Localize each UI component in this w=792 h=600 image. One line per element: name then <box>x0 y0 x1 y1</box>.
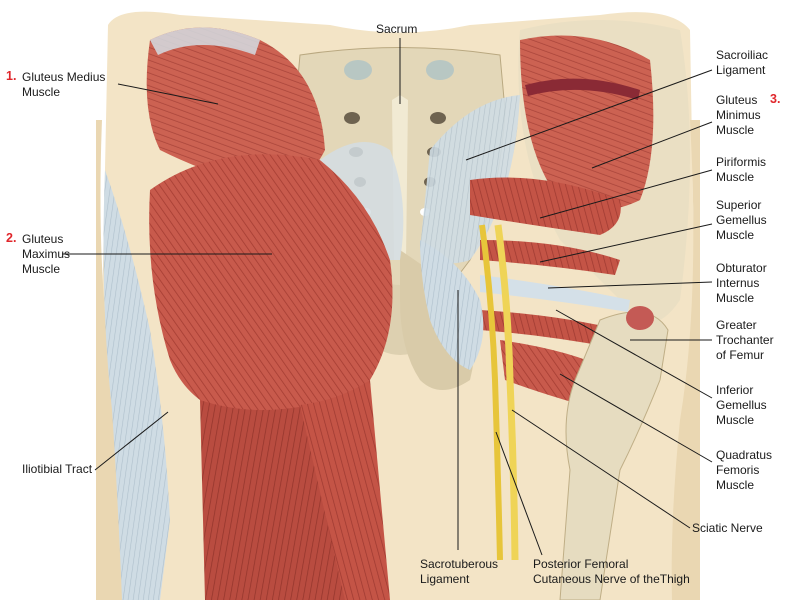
label-line: Iliotibial Tract <box>22 462 93 476</box>
label-line: Muscle <box>716 291 755 305</box>
label-iliotibial-tract: Iliotibial Tract <box>22 462 92 477</box>
label-sciatic-nerve: Sciatic Nerve <box>692 521 763 536</box>
leader-quadratus-femoris <box>559 373 713 463</box>
label-gluteus-medius: Gluteus Medius Muscle <box>22 70 105 100</box>
label-line: Inferior <box>716 383 754 397</box>
label-line: Obturator <box>716 261 767 275</box>
label-sacrum-text: Sacrum <box>376 22 418 36</box>
marker-2: 2. <box>6 231 17 245</box>
label-line: Greater <box>716 318 757 332</box>
label-line: Muscle <box>716 123 755 137</box>
label-line: Ligament <box>716 63 766 77</box>
label-line: Gluteus Medius <box>22 70 106 84</box>
leader-gluteus-minimus <box>591 121 713 169</box>
label-inferior-gemellus: Inferior Gemellus Muscle <box>716 383 767 428</box>
leader-gluteus-medius <box>117 83 219 105</box>
label-line: Ligament <box>420 572 470 586</box>
label-line: Sciatic Nerve <box>692 521 763 535</box>
leader-lines <box>62 38 713 556</box>
leader-iliotibial-tract <box>94 411 169 471</box>
label-line: Sacrotuberous <box>420 557 499 571</box>
marker-1: 1. <box>6 69 17 83</box>
label-line: Muscle <box>22 85 61 99</box>
label-line: of Femur <box>716 348 765 362</box>
label-sacrum: Sacrum <box>376 22 417 37</box>
label-line: Muscle <box>716 228 755 242</box>
leader-sacroiliac-ligament <box>465 69 713 161</box>
label-line: Quadratus <box>716 448 773 462</box>
label-line: Muscle <box>716 413 755 427</box>
label-line: Minimus <box>716 108 761 122</box>
leader-posterior-femoral-nerve <box>495 431 543 556</box>
label-gluteus-minimus: Gluteus Minimus Muscle <box>716 93 761 138</box>
label-line: Trochanter <box>716 333 774 347</box>
label-line: Gluteus <box>22 232 64 246</box>
label-quadratus-femoris: Quadratus Femoris Muscle <box>716 448 772 493</box>
leader-superior-gemellus <box>539 223 713 263</box>
label-line: Muscle <box>716 478 755 492</box>
label-line: Muscle <box>22 262 61 276</box>
label-posterior-femoral-nerve: Posterior Femoral Cutaneous Nerve of the… <box>533 557 690 587</box>
label-line: Femoris <box>716 463 760 477</box>
marker-3: 3. <box>770 92 781 106</box>
label-sacrotuberous-ligament: Sacrotuberous Ligament <box>420 557 498 587</box>
leader-piriformis <box>539 169 713 219</box>
label-sacroiliac-ligament: Sacroiliac Ligament <box>716 48 768 78</box>
label-line: Gemellus <box>716 213 767 227</box>
label-line: Superior <box>716 198 762 212</box>
label-line: Gemellus <box>716 398 767 412</box>
leader-sciatic-nerve <box>511 409 691 529</box>
label-line: Gluteus <box>716 93 758 107</box>
label-gluteus-maximus: Gluteus Maximus Muscle <box>22 232 70 277</box>
label-piriformis: Piriformis Muscle <box>716 155 766 185</box>
label-line: Posterior Femoral <box>533 557 629 571</box>
leader-obturator-internus <box>547 281 713 289</box>
label-greater-trochanter: Greater Trochanter of Femur <box>716 318 774 363</box>
label-line: Internus <box>716 276 760 290</box>
label-line: Sacroiliac <box>716 48 769 62</box>
label-line: Maximus <box>22 247 71 261</box>
label-obturator-internus: Obturator Internus Muscle <box>716 261 767 306</box>
label-line: Piriformis <box>716 155 766 169</box>
label-line: Muscle <box>716 170 755 184</box>
label-superior-gemellus: Superior Gemellus Muscle <box>716 198 767 243</box>
label-line: Cutaneous Nerve of theThigh <box>533 572 690 586</box>
leader-inferior-gemellus <box>555 309 713 399</box>
